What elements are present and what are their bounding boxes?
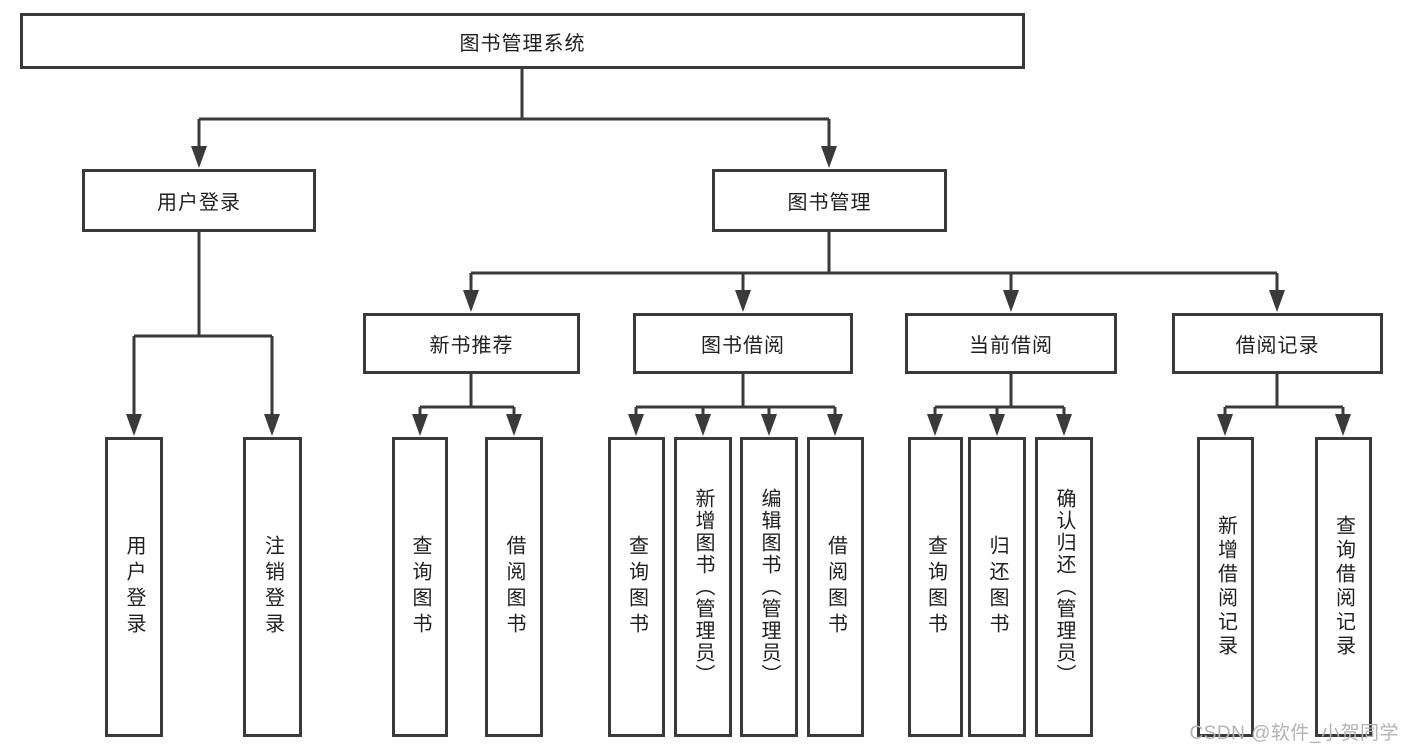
leaf-edit-book-admin: 编辑图书（管理员） <box>740 437 798 737</box>
leaf-return-book: 归还图书 <box>968 437 1026 737</box>
leaf-query-book-borrow: 查询图书 <box>608 437 665 737</box>
leaf-add-borrow-record: 新增借阅记录 <box>1197 437 1254 737</box>
leaf-query-borrow-record: 查询借阅记录 <box>1315 437 1372 737</box>
node-book-borrow: 图书借阅 <box>633 313 853 374</box>
node-book-management: 图书管理 <box>712 169 947 232</box>
leaf-borrow-book-recommend: 借阅图书 <box>485 437 543 737</box>
leaf-logout-login: 注销登录 <box>243 437 302 737</box>
leaf-borrow-book: 借阅图书 <box>807 437 864 737</box>
node-current-borrow: 当前借阅 <box>905 313 1117 374</box>
node-library-management-system: 图书管理系统 <box>20 13 1025 69</box>
arrowheads <box>126 146 1351 436</box>
leaf-add-book-admin: 新增图书（管理员） <box>674 437 732 737</box>
leaf-confirm-return-admin: 确认归还（管理员） <box>1035 437 1093 737</box>
leaf-user-login: 用户登录 <box>105 437 163 737</box>
node-user-login: 用户登录 <box>82 169 316 232</box>
leaf-query-book-current: 查询图书 <box>908 437 963 737</box>
node-borrow-records: 借阅记录 <box>1172 313 1383 374</box>
csdn-watermark: CSDN @软件_小贺同学 <box>1189 723 1399 744</box>
node-new-book-recommend: 新书推荐 <box>363 313 580 374</box>
leaf-query-book-recommend: 查询图书 <box>392 437 448 737</box>
